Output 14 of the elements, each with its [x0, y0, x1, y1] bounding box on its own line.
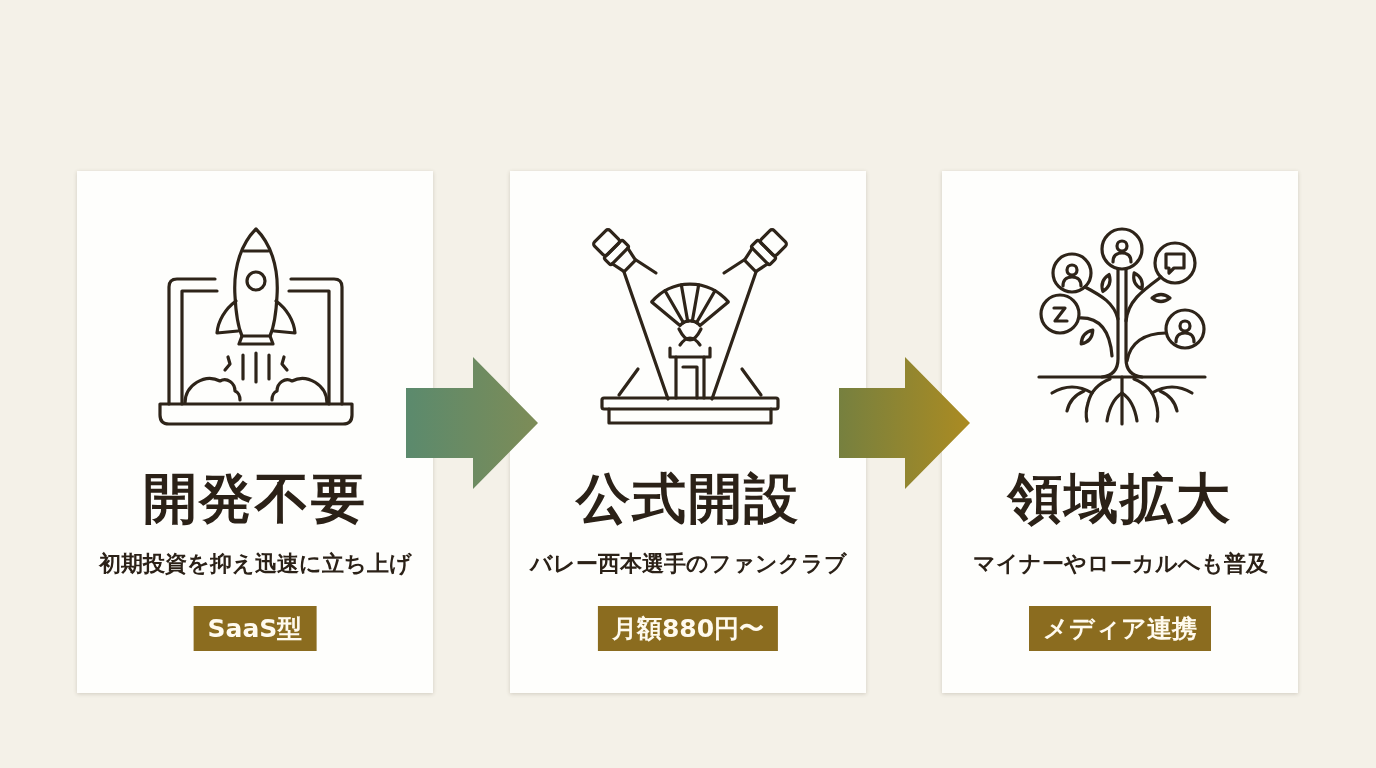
card: [942, 171, 1298, 693]
card-subtitle: マイナーやローカルへも普及: [972, 551, 1268, 577]
arrow: [406, 357, 538, 489]
card: [510, 171, 866, 693]
tag: 月額880円〜: [597, 606, 779, 651]
card-title: 公式開設: [576, 467, 800, 529]
card-subtitle: バレー西本選手のファンクラブ: [529, 551, 847, 577]
card: [77, 171, 433, 693]
card-title: 開発不要: [143, 467, 367, 529]
card-subtitle: 初期投資を抑え迅速に立ち上げ: [98, 551, 412, 577]
card-title: 領域拡大: [1008, 467, 1232, 529]
tag: メディア連携: [1029, 606, 1211, 651]
arrow: [839, 357, 970, 489]
tag: SaaS型: [193, 606, 317, 651]
